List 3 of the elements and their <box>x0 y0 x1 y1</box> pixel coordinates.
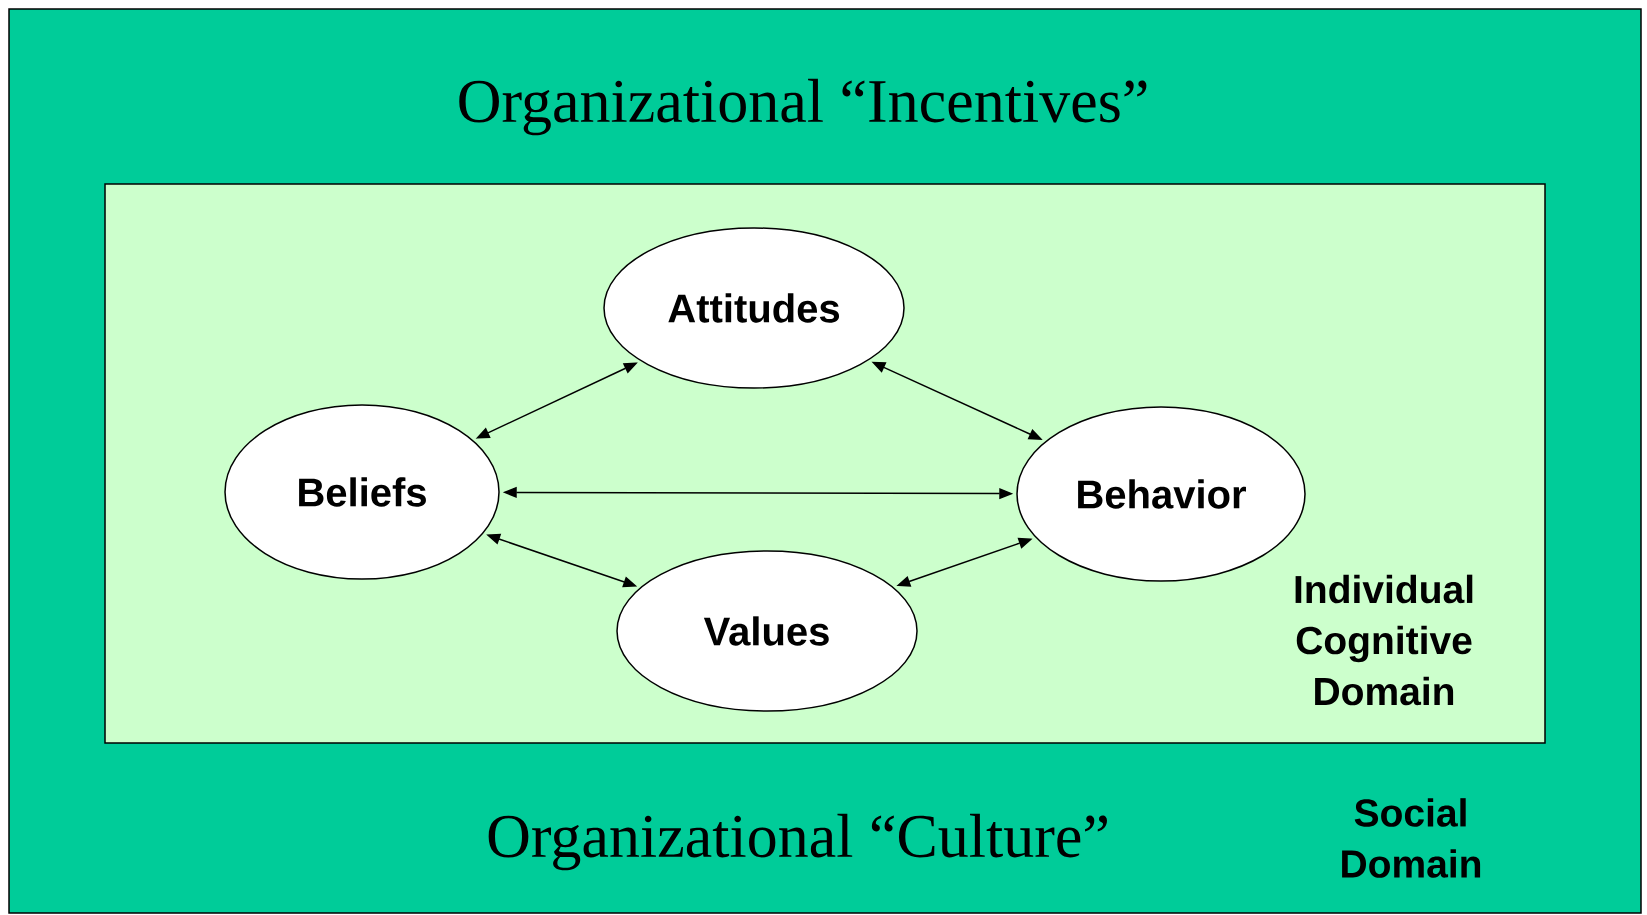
heading: Organizational “Incentives” <box>459 78 1147 136</box>
heading: Organizational “Culture” <box>488 813 1107 871</box>
domain-label: Social Domain <box>1342 798 1481 878</box>
